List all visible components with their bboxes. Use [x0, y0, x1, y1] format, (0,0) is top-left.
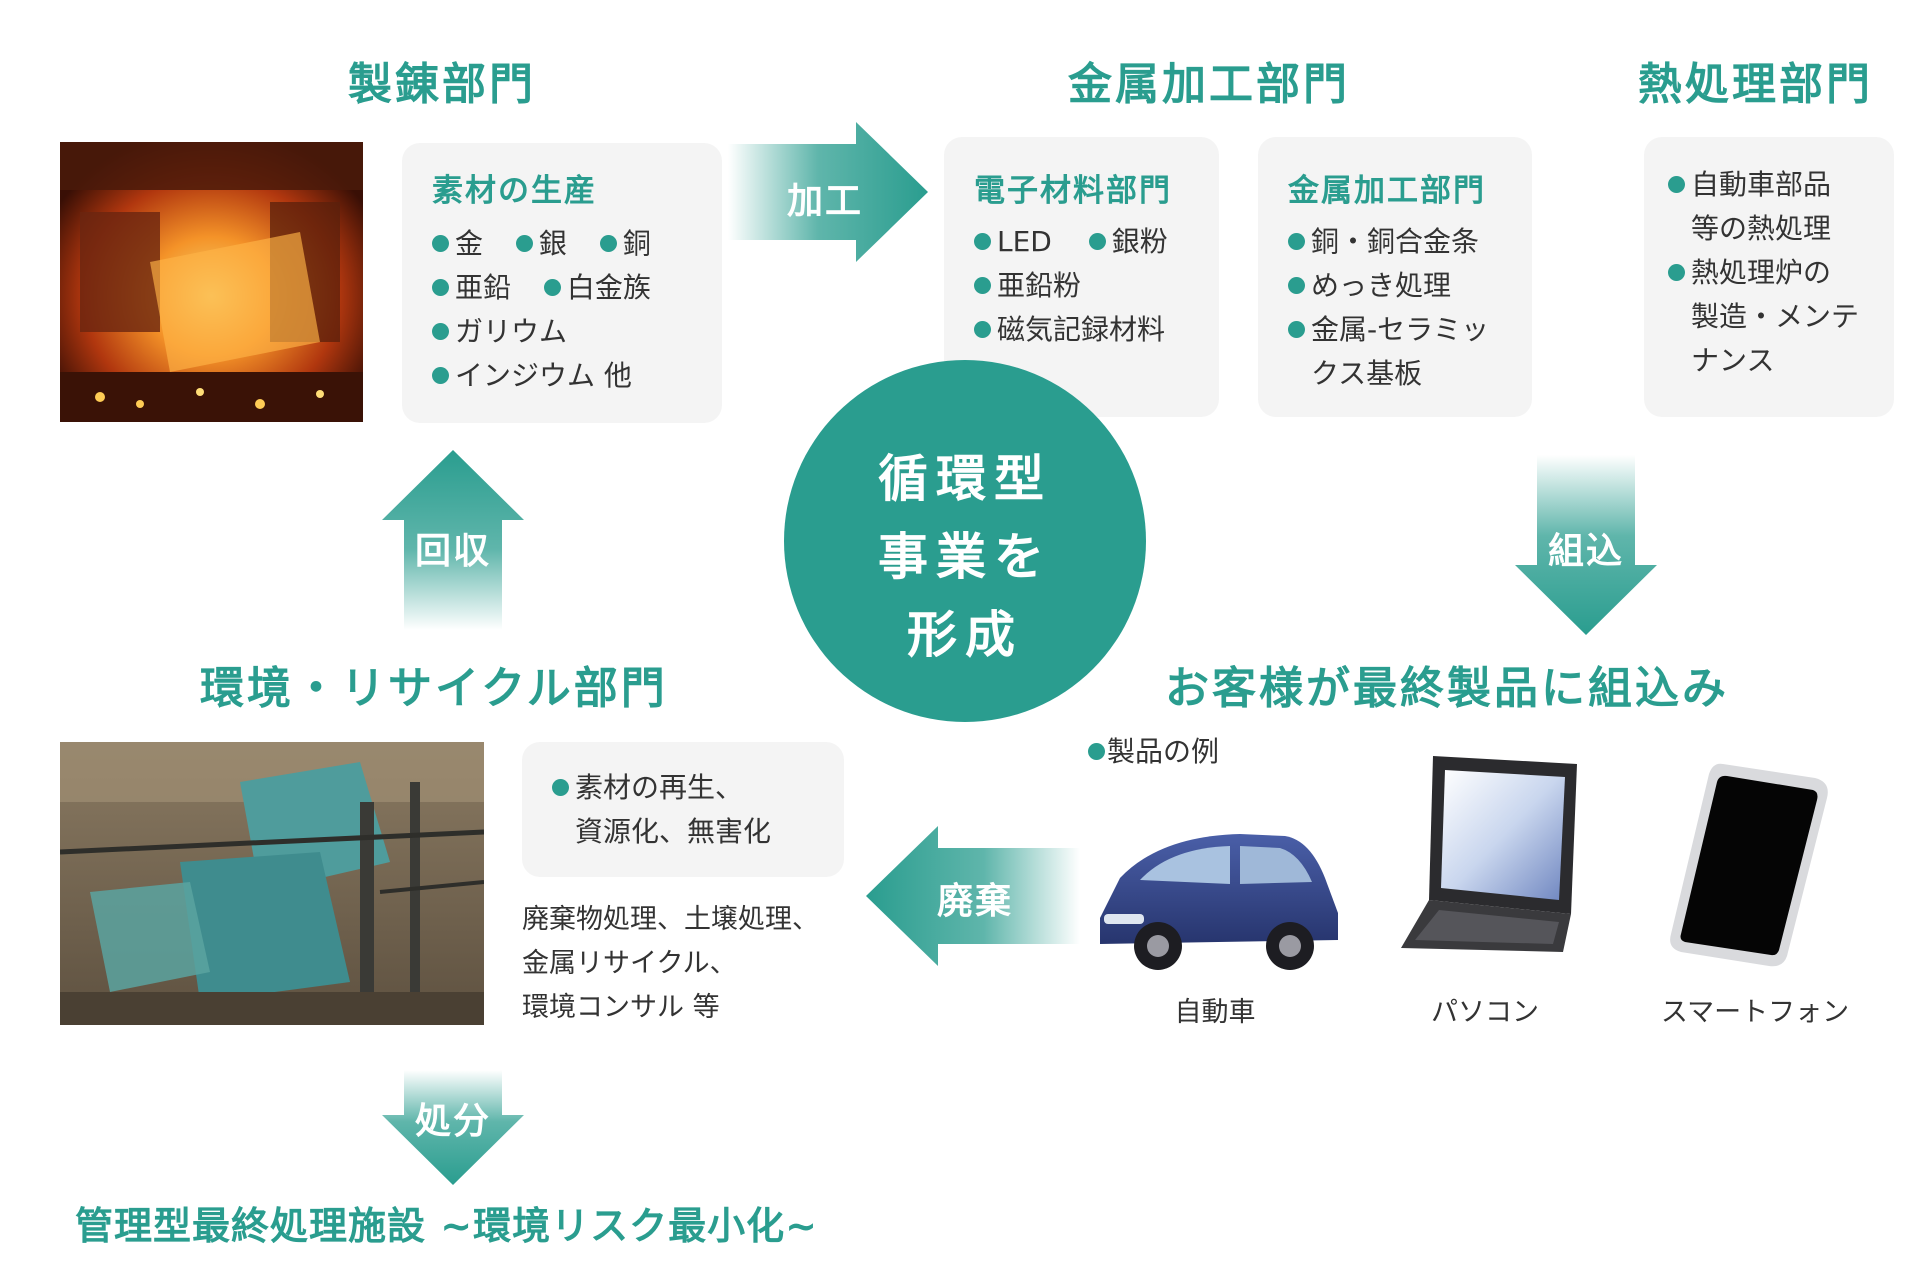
disposal-arrow-label: 処分 — [414, 1101, 491, 1142]
dispose-arrow — [866, 826, 1080, 966]
heading-environment-recycling: 環境・リサイクル部門 — [200, 663, 668, 714]
heat-treatment-card: 自動車部品 等の熱処理 熱処理炉の 製造・メンテ ナンス — [1644, 137, 1894, 417]
metalwork-card-title: 金属加工部門 — [1288, 173, 1486, 209]
heading-heat-treatment: 熱処理部門 — [1638, 59, 1873, 110]
products-label: 製品の例 — [1088, 730, 1219, 774]
metal-working-card: 金属加工部門 銅・銅合金条 めっき処理 金属-セラミッ クス基板 — [1258, 137, 1532, 417]
smelting-furnace-photo — [60, 142, 363, 422]
bullet-icon — [974, 277, 991, 294]
list-item: インジウム 他 — [432, 354, 722, 398]
center-circle-line: 事業を — [878, 528, 1052, 586]
recycling-plant-photo — [60, 742, 484, 1025]
list-item: 熱処理炉の — [1668, 251, 1894, 295]
bullet-icon — [515, 235, 533, 252]
list-item: めっき処理 — [1288, 264, 1532, 308]
dispose-arrow-label: 廃棄 — [936, 881, 1013, 922]
bullet-icon — [974, 321, 991, 338]
list-item-continued: クス基板 — [1311, 357, 1423, 390]
collect-arrow — [382, 450, 524, 630]
list-item-continued: ナンス — [1691, 344, 1775, 377]
bullet-icon — [543, 279, 561, 296]
list-item: 亜鉛 白金族 — [432, 266, 722, 310]
list-item: 素材の再生、 — [552, 766, 844, 810]
product-car-caption: 自動車 — [1174, 997, 1256, 1028]
materials-card-title: 素材の生産 — [432, 173, 597, 209]
recycling-description-line: 金属リサイクル、 — [522, 948, 737, 979]
list-item: 亜鉛粉 — [974, 264, 1219, 308]
bullet-icon — [432, 279, 449, 296]
list-item: 銅・銅合金条 — [1288, 220, 1532, 264]
disposal-arrow — [382, 1070, 524, 1185]
center-circle-line: 循環型 — [878, 450, 1052, 508]
bullet-icon — [552, 779, 569, 796]
car-icon — [1100, 834, 1338, 970]
center-circle: 循環型 事業を 形成 — [784, 360, 1146, 722]
recycling-description: 廃棄物処理、土壌処理、 金属リサイクル、 環境コンサル 等 — [522, 898, 819, 1030]
list-item-continued: 資源化、無害化 — [575, 815, 772, 848]
bullet-icon — [974, 233, 991, 250]
process-arrow — [728, 122, 928, 262]
heading-customer-products: お客様が最終製品に組込み — [1165, 663, 1729, 714]
bullet-icon — [1288, 233, 1305, 250]
product-phone-caption: スマートフォン — [1660, 997, 1850, 1028]
recycling-description-line: 環境コンサル 等 — [522, 992, 720, 1023]
bullet-icon — [432, 323, 449, 340]
list-item-continued: 製造・メンテ — [1691, 300, 1860, 333]
bullet-icon — [599, 235, 617, 252]
list-item-continued: 等の熱処理 — [1691, 212, 1832, 245]
bullet-icon — [1288, 277, 1305, 294]
list-item: 自動車部品 — [1668, 163, 1894, 207]
assemble-arrow — [1515, 455, 1657, 635]
bullet-icon — [1668, 176, 1685, 193]
center-circle-line: 形成 — [907, 606, 1023, 664]
list-item: 磁気記録材料 — [974, 308, 1219, 352]
list-item: 金 銀 銅 — [432, 222, 722, 266]
materials-card: 素材の生産 金 銀 銅 亜鉛 白金族 ガリウム インジウム 他 — [402, 143, 722, 423]
list-item: LED 銀粉 — [974, 220, 1219, 264]
recycling-description-line: 廃棄物処理、土壌処理、 — [522, 904, 819, 935]
bullet-icon — [1288, 321, 1305, 338]
bullet-icon — [1088, 233, 1106, 250]
list-item: ガリウム — [432, 310, 722, 354]
bullet-icon — [432, 235, 449, 252]
smartphone-icon — [1670, 763, 1828, 967]
bullet-icon — [432, 367, 449, 384]
bullet-icon — [1668, 264, 1685, 281]
recycling-card: 素材の再生、 資源化、無害化 — [522, 742, 844, 877]
product-pc-caption: パソコン — [1431, 997, 1539, 1028]
bullet-icon — [1088, 743, 1105, 760]
list-item: 金属-セラミッ — [1288, 308, 1532, 352]
heading-metal-processing: 金属加工部門 — [1068, 59, 1350, 110]
heading-landfill: 管理型最終処理施設 ~環境リスク最小化~ — [75, 1204, 818, 1248]
assemble-arrow-label: 組込 — [1547, 531, 1624, 572]
laptop-icon — [1401, 756, 1577, 952]
process-arrow-label: 加工 — [786, 181, 863, 222]
heading-smelting: 製錬部門 — [348, 59, 536, 110]
collect-arrow-label: 回収 — [414, 531, 491, 572]
electronic-card-title: 電子材料部門 — [974, 173, 1172, 209]
